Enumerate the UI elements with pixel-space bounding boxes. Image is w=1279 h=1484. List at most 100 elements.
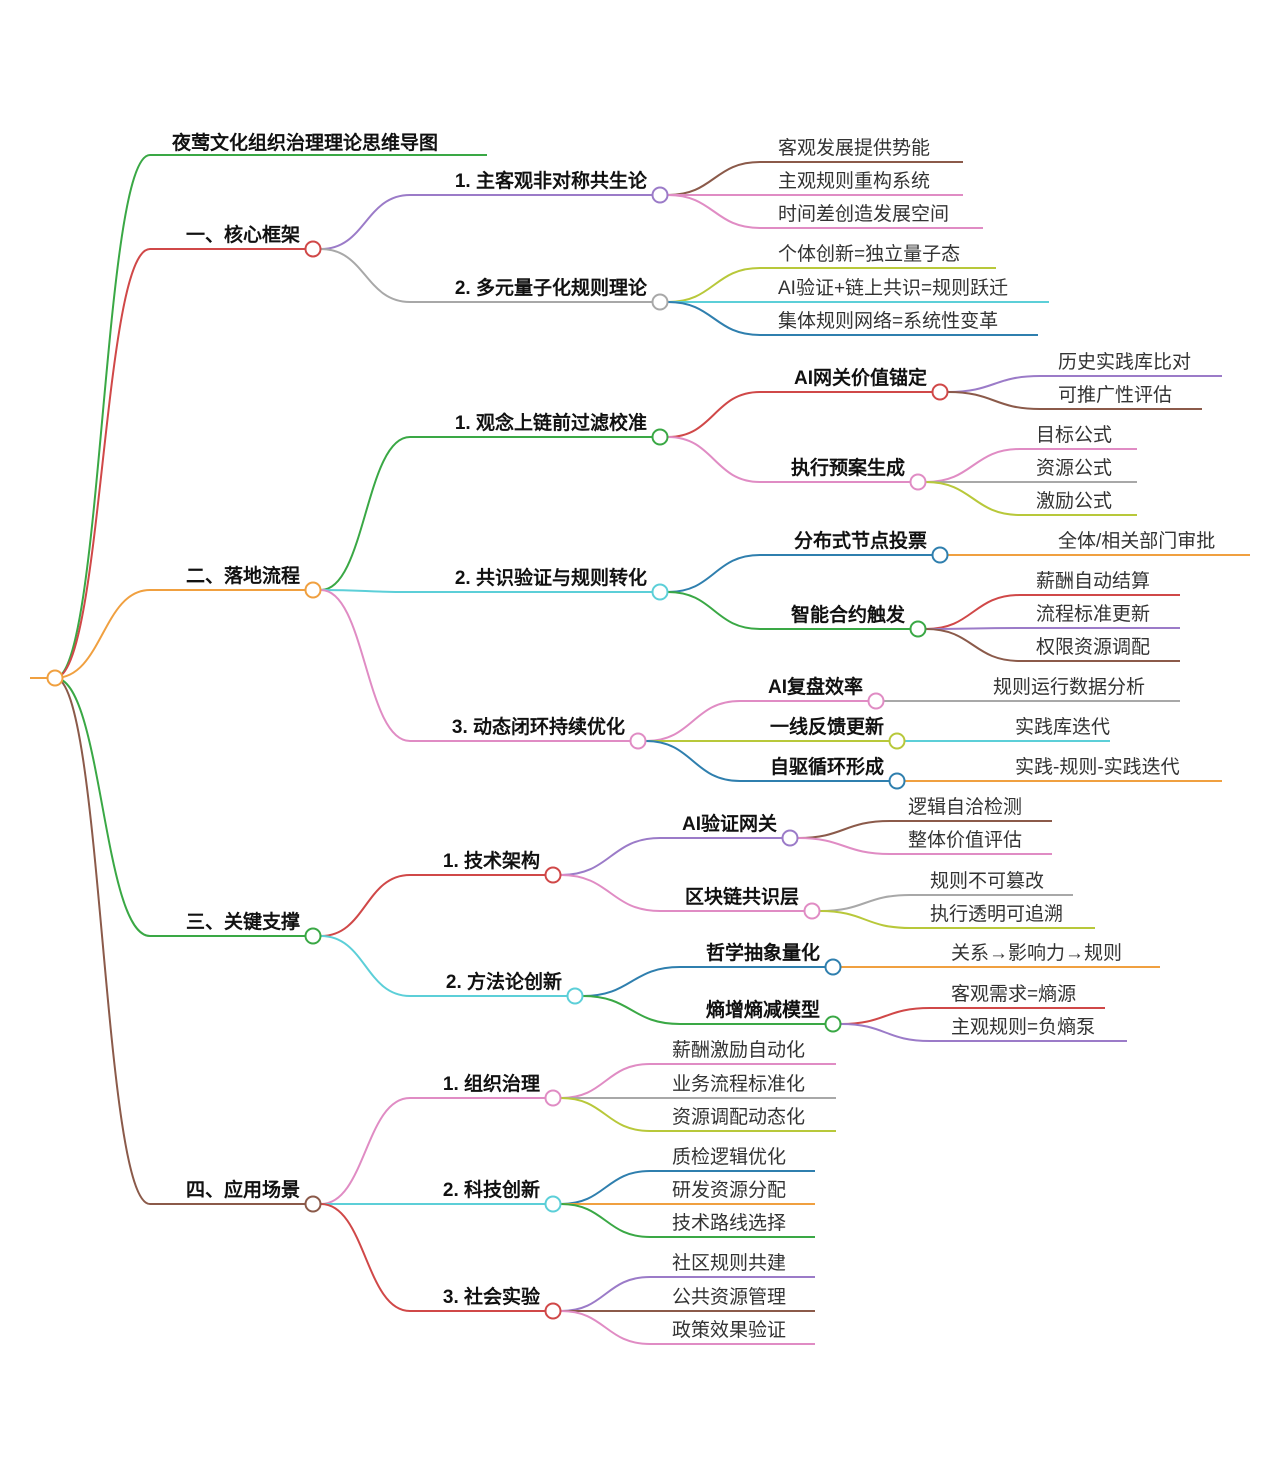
leaf-label[interactable]: 薪酬自动结算 (1036, 570, 1150, 592)
branch-label[interactable]: AI复盘效率 (768, 675, 863, 698)
branch-label[interactable]: 2. 共识验证与规则转化 (455, 566, 647, 589)
leaf-label[interactable]: 集体规则网络=系统性变革 (778, 310, 998, 332)
collapse-toggle-icon[interactable] (867, 692, 885, 710)
branch-label[interactable]: 哲学抽象量化 (706, 941, 820, 964)
leaf-label[interactable]: 执行透明可追溯 (930, 903, 1063, 925)
branch-label[interactable]: 区块链共识层 (685, 885, 799, 908)
branch-label[interactable]: 1. 技术架构 (443, 849, 540, 872)
collapse-toggle-icon[interactable] (888, 732, 906, 750)
branch-label[interactable]: 分布式节点投票 (794, 529, 927, 552)
collapse-toggle-icon[interactable] (651, 186, 669, 204)
leaf-label[interactable]: 业务流程标准化 (672, 1073, 805, 1095)
leaf-node-edge (560, 1276, 815, 1312)
branch-label[interactable]: AI验证网关 (682, 812, 777, 835)
branch-label[interactable]: 熵增熵减模型 (705, 998, 820, 1021)
collapse-toggle-icon[interactable] (544, 1195, 562, 1213)
branch-node-edge (667, 591, 918, 630)
leaf-label[interactable]: 历史实践库比对 (1058, 351, 1191, 373)
leaf-label[interactable]: 资源调配动态化 (672, 1106, 805, 1128)
main-branch-label[interactable]: 二、落地流程 (186, 564, 300, 587)
leaf-node-edge (925, 627, 1180, 630)
main-branch-label[interactable]: 一、核心框架 (186, 223, 300, 246)
collapse-toggle-icon[interactable] (544, 1302, 562, 1320)
collapse-toggle-icon[interactable] (651, 293, 669, 311)
branch-node-edge (54, 248, 313, 679)
branch-node-edge (320, 248, 660, 303)
collapse-toggle-icon[interactable] (304, 240, 322, 258)
collapse-toggle-icon[interactable] (304, 927, 322, 945)
collapse-toggle-icon[interactable] (824, 958, 842, 976)
collapse-toggle-icon[interactable] (544, 1089, 562, 1107)
leaf-label[interactable]: 逻辑自洽检测 (908, 796, 1022, 818)
collapse-toggle-icon[interactable] (931, 383, 949, 401)
leaf-label[interactable]: 公共资源管理 (672, 1286, 786, 1308)
leaf-label[interactable]: 主观规则重构系统 (778, 170, 930, 192)
branch-label[interactable]: 3. 社会实验 (443, 1285, 541, 1308)
collapse-toggle-icon[interactable] (304, 1195, 322, 1213)
leaf-label[interactable]: 规则不可篡改 (930, 870, 1044, 892)
branch-label[interactable]: AI网关价值锚定 (794, 366, 927, 389)
branch-label[interactable]: 2. 方法论创新 (446, 970, 562, 993)
branch-label[interactable]: 执行预案生成 (791, 456, 905, 479)
leaf-label[interactable]: 政策效果验证 (672, 1319, 786, 1341)
leaf-label[interactable]: 目标公式 (1036, 424, 1112, 446)
map-title[interactable]: 夜莺文化组织治理理论思维导图 (171, 131, 438, 154)
collapse-toggle-icon[interactable] (803, 902, 821, 920)
collapse-toggle-icon[interactable] (544, 866, 562, 884)
leaf-label[interactable]: 主观规则=负熵泵 (951, 1016, 1095, 1038)
collapse-toggle-icon[interactable] (629, 732, 647, 750)
collapse-toggle-icon[interactable] (888, 772, 906, 790)
branch-node-edge (582, 966, 833, 997)
collapse-toggle-icon[interactable] (781, 829, 799, 847)
leaf-label[interactable]: AI验证+链上共识=规则跃迁 (778, 277, 1008, 299)
root-node-icon[interactable] (46, 669, 64, 687)
leaf-label[interactable]: 客观需求=熵源 (951, 983, 1076, 1005)
leaf-label[interactable]: 薪酬激励自动化 (672, 1039, 805, 1061)
collapse-toggle-icon[interactable] (909, 620, 927, 638)
leaf-label[interactable]: 实践库迭代 (1015, 716, 1110, 738)
branch-label[interactable]: 3. 动态闭环持续优化 (452, 715, 625, 738)
leaf-label[interactable]: 激励公式 (1036, 490, 1112, 512)
leaf-label[interactable]: 技术路线选择 (672, 1212, 786, 1234)
branch-label[interactable]: 2. 多元量子化规则理论 (455, 276, 648, 299)
leaf-label[interactable]: 实践-规则-实践迭代 (1015, 756, 1180, 778)
leaf-node-edge (560, 1097, 836, 1132)
branch-label[interactable]: 2. 科技创新 (443, 1178, 540, 1201)
collapse-toggle-icon[interactable] (651, 583, 669, 601)
leaf-label[interactable]: 流程标准更新 (1036, 603, 1150, 625)
leaf-label[interactable]: 研发资源分配 (672, 1179, 786, 1201)
branch-label[interactable]: 1. 组织治理 (443, 1072, 540, 1095)
collapse-toggle-icon[interactable] (931, 546, 949, 564)
leaf-label[interactable]: 权限资源调配 (1036, 636, 1150, 658)
collapse-toggle-icon[interactable] (909, 473, 927, 491)
leaf-label[interactable]: 客观发展提供势能 (778, 137, 930, 159)
branch-label[interactable]: 1. 观念上链前过滤校准 (455, 411, 647, 434)
collapse-toggle-icon[interactable] (651, 428, 669, 446)
branch-label[interactable]: 一线反馈更新 (770, 715, 884, 738)
node-circles (46, 186, 949, 1320)
leaf-label[interactable]: 社区规则共建 (672, 1252, 786, 1274)
leaf-node-edge (667, 161, 963, 196)
leaf-label[interactable]: 个体创新=独立量子态 (778, 243, 960, 265)
leaf-label[interactable]: 资源公式 (1036, 457, 1112, 479)
main-branch-label[interactable]: 四、应用场景 (186, 1178, 300, 1201)
leaf-node-edge (797, 820, 1052, 839)
leaf-label[interactable]: 规则运行数据分析 (993, 676, 1145, 698)
leaf-label[interactable]: 时间差创造发展空间 (778, 203, 949, 225)
leaf-label[interactable]: 整体价值评估 (908, 829, 1022, 851)
collapse-toggle-icon[interactable] (824, 1015, 842, 1033)
leaf-label[interactable]: 全体/相关部门审批 (1058, 530, 1215, 552)
leaf-node-edge (925, 481, 1137, 516)
leaf-label[interactable]: 可推广性评估 (1058, 384, 1172, 406)
branch-node-edge (54, 677, 313, 1205)
leaf-label[interactable]: 质检逻辑优化 (672, 1146, 786, 1168)
branch-label[interactable]: 自驱循环形成 (770, 755, 884, 778)
main-branch-label[interactable]: 三、关键支撑 (186, 910, 300, 933)
branch-label[interactable]: 1. 主客观非对称共生论 (455, 169, 648, 192)
branch-node-edge (320, 589, 660, 593)
collapse-toggle-icon[interactable] (304, 581, 322, 599)
branch-label[interactable]: 智能合约触发 (791, 603, 906, 626)
leaf-label[interactable]: 关系→影响力→规则 (951, 942, 1122, 964)
collapse-toggle-icon[interactable] (566, 987, 584, 1005)
